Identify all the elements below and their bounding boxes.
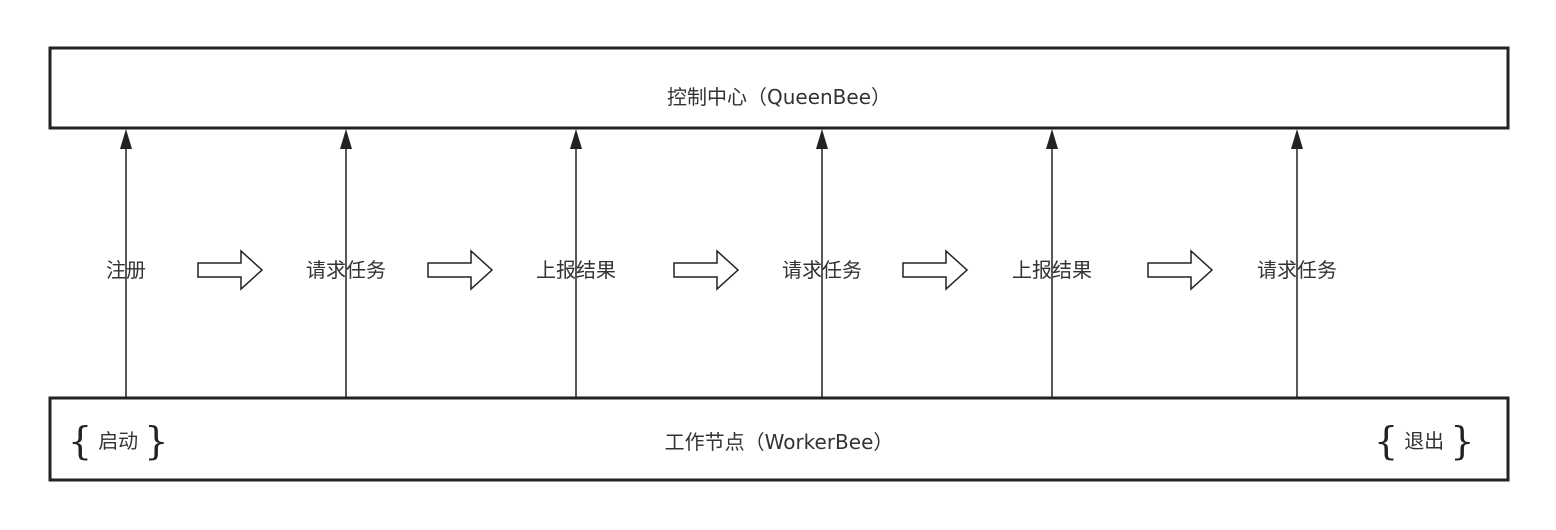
upward-arrow-1 [120, 129, 132, 398]
flow-arrow-5 [1147, 249, 1214, 291]
upward-arrow-4 [816, 129, 828, 398]
upward-arrow-3 [570, 129, 582, 398]
control-center-box [48, 46, 1510, 130]
start-label: 启动 [98, 429, 139, 453]
flow-arrow-3 [673, 249, 740, 291]
exit-brace-open: { [1374, 419, 1399, 463]
step-label-report-result-2: 上报结果 [1012, 258, 1092, 282]
flow-arrow-2 [427, 249, 494, 291]
worker-node-title: 工作节点（WorkerBee） [664, 430, 894, 454]
start-marker: { 启动 } [68, 416, 168, 466]
step-label-request-task-2: 请求任务 [782, 258, 862, 282]
upward-arrow-6 [1291, 129, 1303, 398]
step-label-register: 注册 [106, 258, 146, 282]
step-label-report-result-1: 上报结果 [536, 258, 616, 282]
step-label-request-task-3: 请求任务 [1257, 258, 1337, 282]
flow-arrow-4 [902, 249, 969, 291]
control-center-title: 控制中心（QueenBee） [666, 85, 892, 109]
flow-arrow-1 [197, 249, 264, 291]
exit-marker: { 退出 } [1374, 416, 1474, 466]
upward-arrow-2 [340, 129, 352, 398]
worker-node-box [48, 396, 1510, 482]
step-label-request-task-1: 请求任务 [306, 258, 386, 282]
start-brace-open: { [68, 419, 93, 463]
exit-label: 退出 [1404, 429, 1445, 453]
start-brace-close: } [144, 419, 169, 463]
upward-arrow-5 [1046, 129, 1058, 398]
exit-brace-close: } [1450, 419, 1475, 463]
